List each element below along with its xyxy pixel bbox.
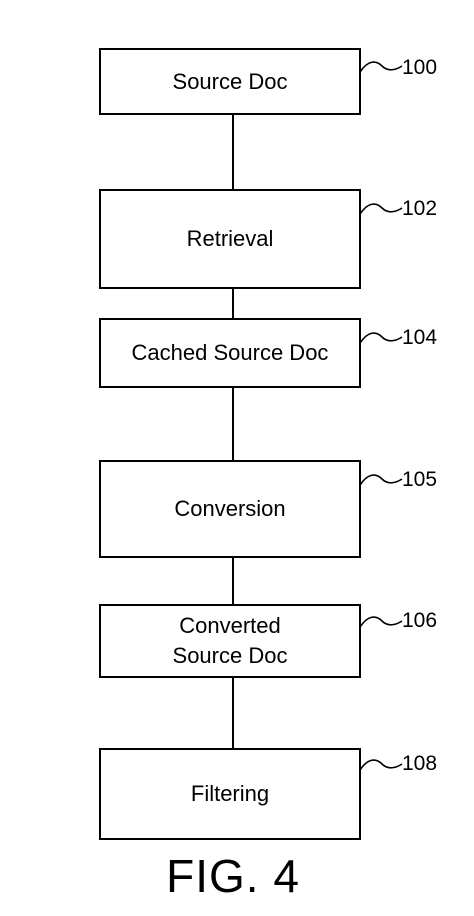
step-label-conversion: Conversion	[174, 496, 286, 521]
step-label-source-doc: Source Doc	[172, 68, 288, 94]
step-label-converted-source-doc: Converted Source Doc	[172, 613, 288, 668]
step-box-conversion: Conversion	[99, 460, 361, 558]
step-box-source-doc: Source Doc	[99, 48, 361, 115]
step-box-retrieval: Retrieval	[99, 189, 361, 289]
leader-line-105	[359, 474, 403, 486]
step-label-filtering: Filtering	[190, 781, 270, 806]
figure-caption: FIG. 4	[166, 850, 300, 902]
ref-numeral-100: 100	[402, 56, 438, 79]
step-label-cached-source-doc: Cached Source Doc	[131, 340, 329, 365]
connector-102-104	[232, 287, 234, 320]
connector-100-102	[232, 113, 234, 191]
ref-numeral-108: 108	[402, 752, 438, 775]
step-box-filtering: Filtering	[99, 748, 361, 840]
connector-106-108	[232, 676, 234, 750]
ref-numeral-106: 106	[402, 609, 438, 632]
leader-line-106	[359, 616, 403, 628]
step-box-cached-source-doc: Cached Source Doc	[99, 318, 361, 388]
connector-105-106	[232, 556, 234, 606]
leader-line-100	[359, 61, 403, 73]
leader-line-104	[359, 332, 403, 344]
ref-numeral-102: 102	[402, 197, 438, 220]
step-box-converted-source-doc: Converted Source Doc	[99, 604, 361, 678]
leader-line-108	[359, 759, 403, 771]
ref-numeral-104: 104	[402, 326, 438, 349]
leader-line-102	[359, 203, 403, 215]
ref-numeral-105: 105	[402, 468, 438, 491]
connector-104-105	[232, 386, 234, 462]
step-label-retrieval: Retrieval	[186, 226, 274, 251]
